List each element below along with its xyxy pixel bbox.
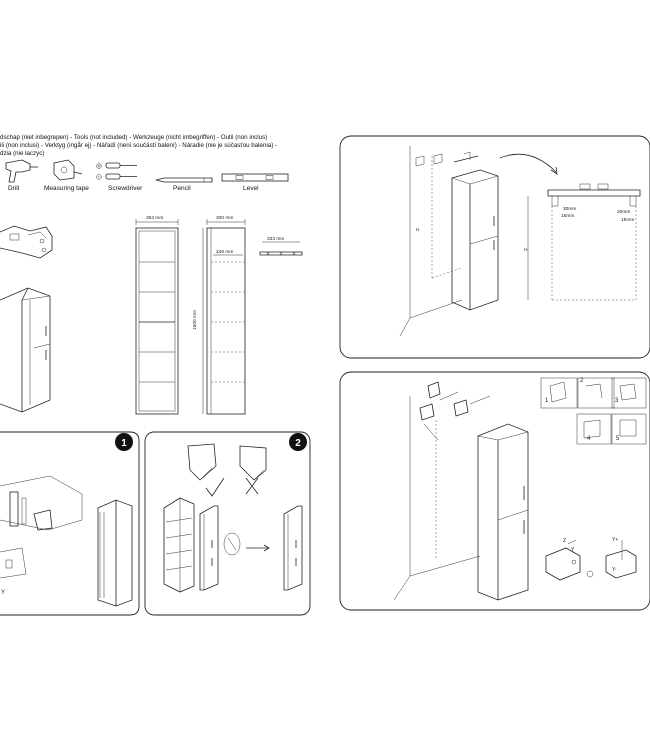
substep-1: 1 [545, 398, 549, 404]
wall-rail [259, 241, 303, 256]
wall-offset-b: 15mm [561, 214, 575, 219]
axis-y-plus: Y+ [612, 537, 619, 543]
tools-header-line-1: dschap (niet inbegrepen) - Tools (not in… [0, 134, 268, 141]
step-2-badge: 2 [295, 438, 301, 449]
substep-3: 3 [615, 398, 619, 404]
drill-icon [5, 159, 38, 183]
cut-axis-y: Y [1, 590, 6, 596]
substep-5: 5 [616, 436, 620, 442]
measuring-tape-icon [53, 159, 83, 181]
tools-header-line-2: ili (non inclusi) - Verktyg (ingår ej) -… [0, 142, 278, 149]
tool-label-drill: Drill [8, 185, 20, 192]
dim-side-depth: 300 mm [216, 216, 234, 221]
front-elevation [135, 219, 179, 415]
step-2-panel: 2 [144, 431, 311, 616]
wall-height-h-2: H [524, 248, 528, 253]
screwdriver-icon [96, 162, 137, 180]
wall-height-h-1: H [416, 228, 420, 233]
tools-header-line-3: dzia (nie łaczyc) [0, 150, 45, 157]
hinge-detail-drawing [0, 225, 53, 259]
cabinet-iso-left [0, 287, 51, 413]
step-1-badge: 1 [121, 438, 127, 449]
tool-label-level: Level [243, 185, 259, 192]
dim-front-width: 353 mm [146, 216, 164, 221]
mounting-height-panel [339, 135, 650, 359]
dim-rail: 333 mm [267, 237, 285, 242]
tool-label-measuring-tape: Measuring tape [44, 185, 89, 192]
pencil-icon [155, 177, 213, 183]
tool-label-screwdriver: Screwdriver [108, 185, 143, 192]
substep-2: 2 [580, 378, 584, 384]
tool-label-pencil: Pencil [173, 185, 191, 192]
wall-offset-d: 15mm [621, 218, 635, 223]
side-elevation [202, 219, 246, 415]
substep-4: 4 [587, 436, 591, 442]
wall-offset-a: 30mm [563, 207, 577, 212]
wall-fixing-panel [339, 371, 650, 611]
axis-y-minus: Y- [612, 567, 617, 573]
wall-offset-c: 20mm [617, 210, 631, 215]
axis-y-left: Y [571, 547, 575, 553]
level-icon [221, 173, 289, 182]
axis-z: Z [563, 538, 567, 544]
step-1-panel: 1 [0, 431, 140, 616]
dim-inner: 246 mm [216, 250, 234, 255]
